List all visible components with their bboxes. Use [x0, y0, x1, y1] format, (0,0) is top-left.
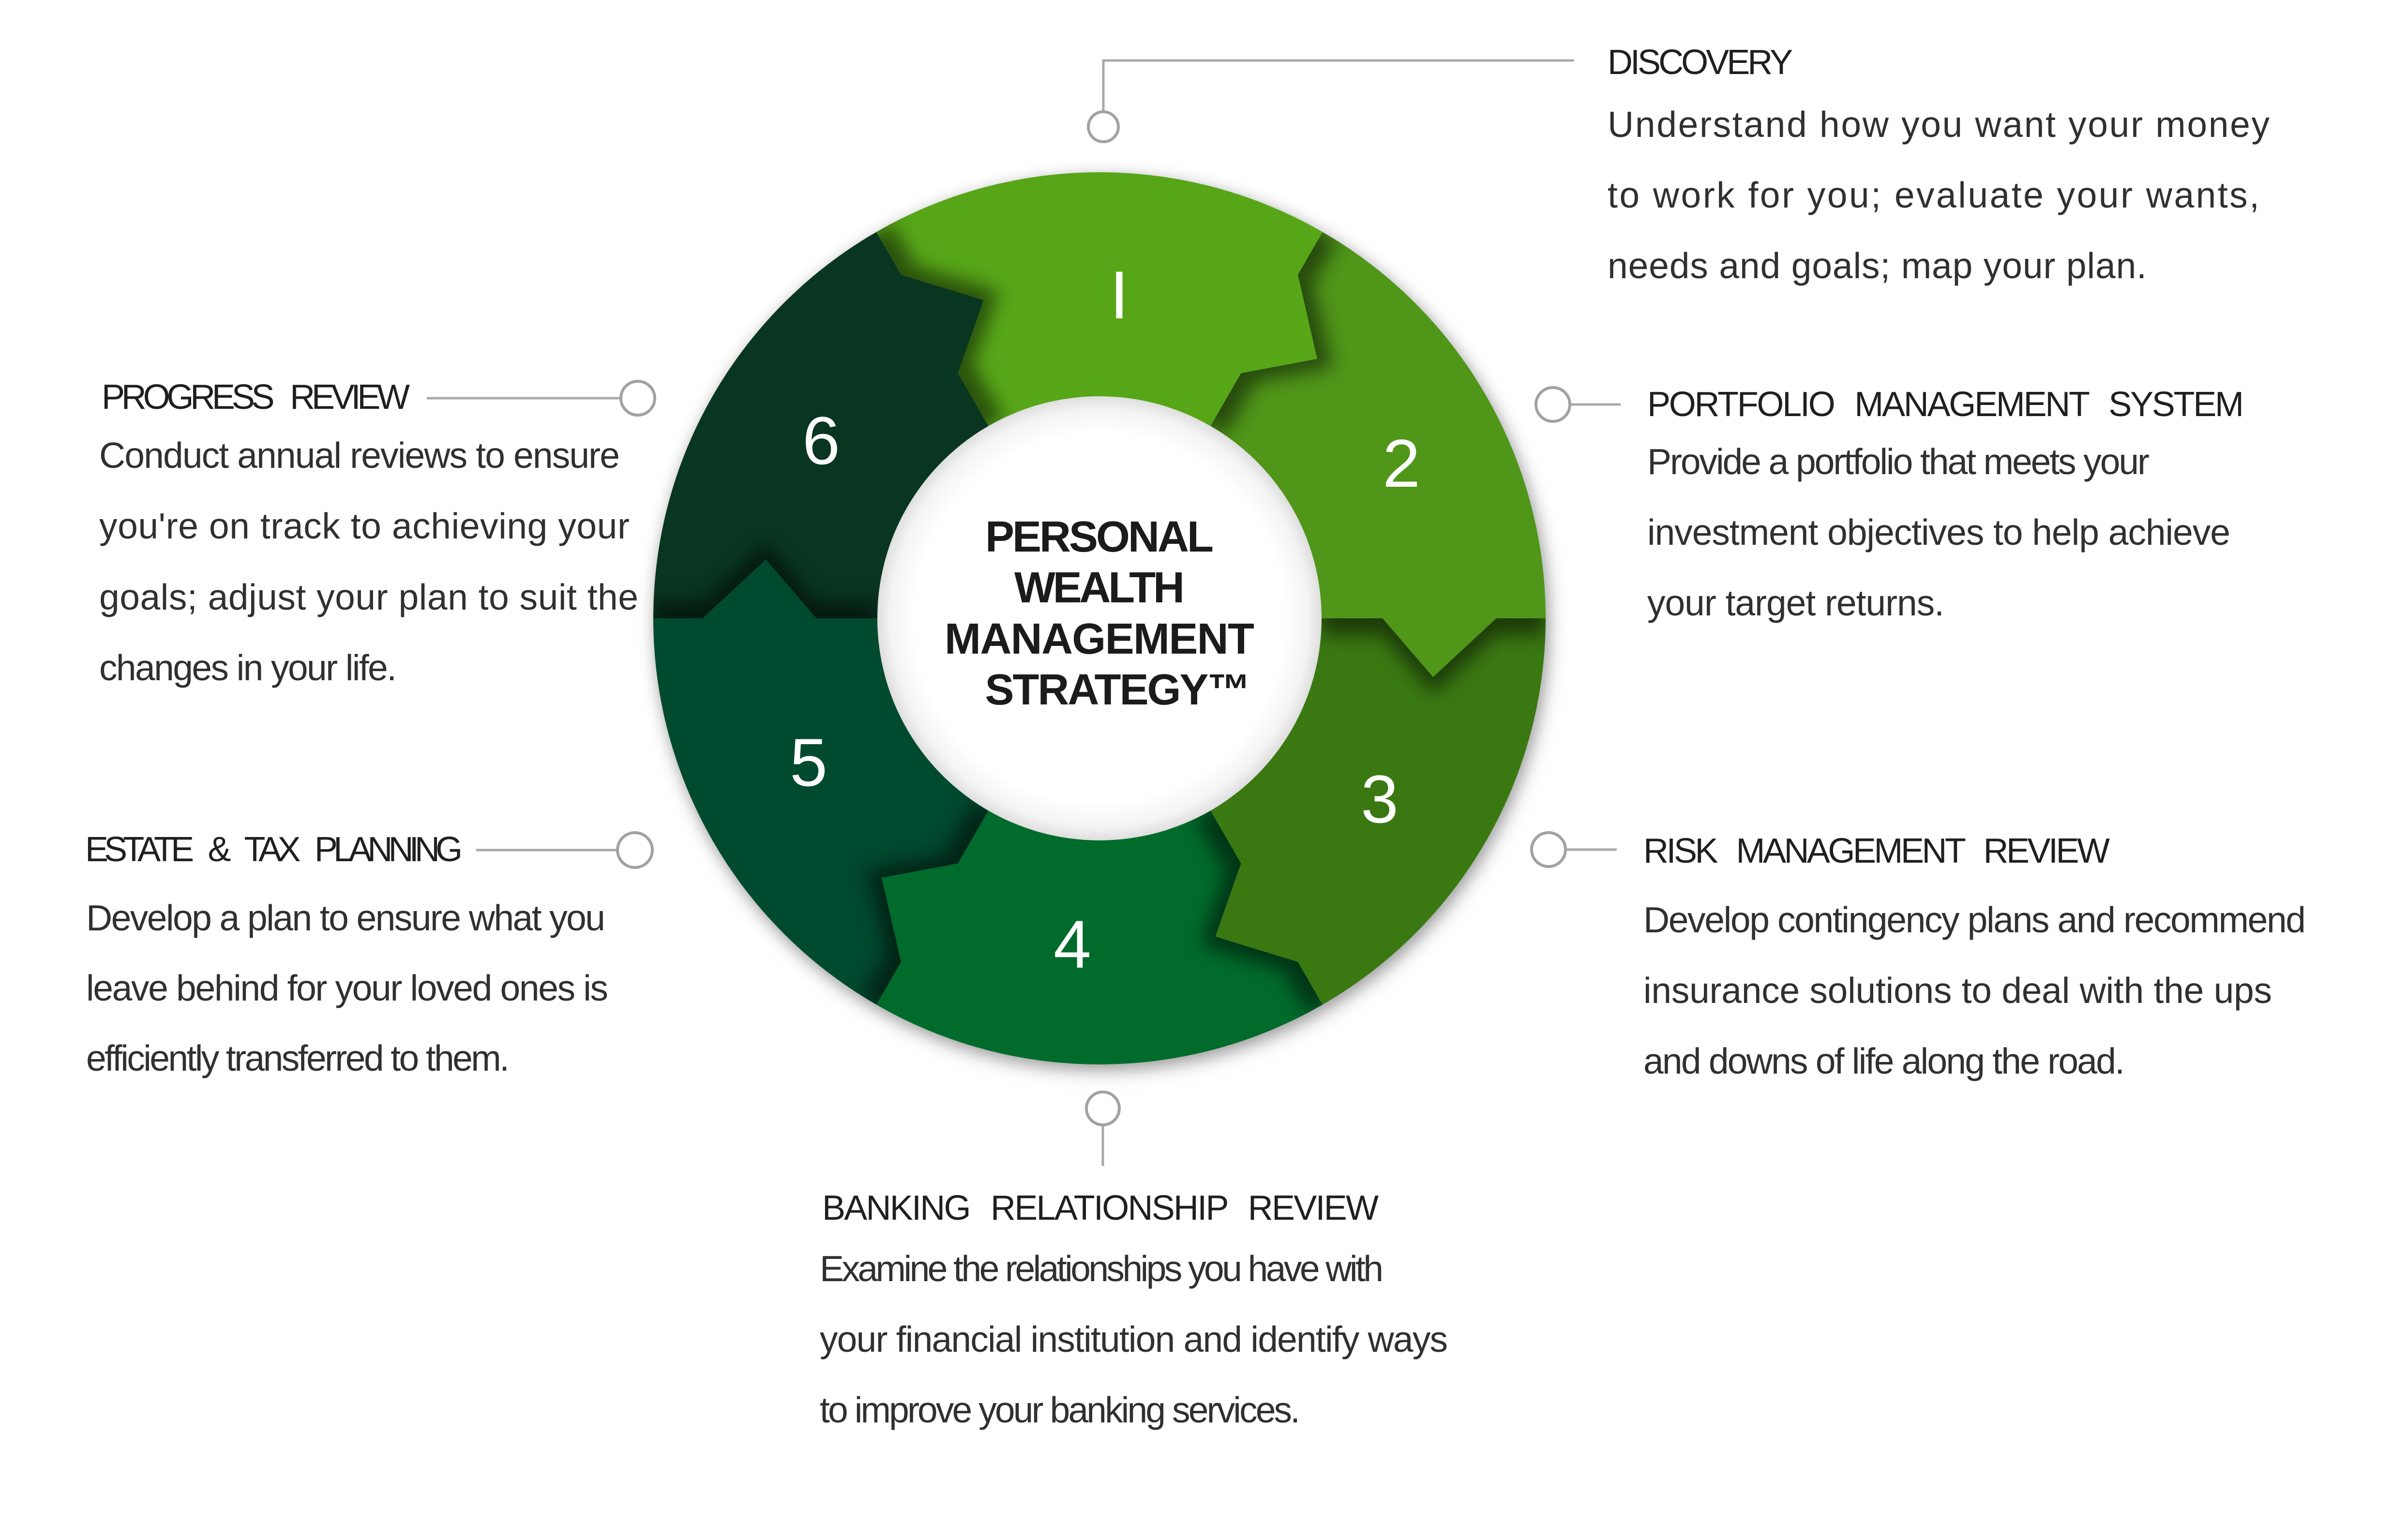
svg-text:investment objectives to help: investment objectives to help achieve: [1647, 512, 2230, 553]
svg-text:PERSONAL: PERSONAL: [985, 513, 1214, 561]
svg-text:WEALTH: WEALTH: [1014, 564, 1185, 612]
svg-text:goals; adjust your plan to sui: goals; adjust your plan to suit the: [99, 577, 638, 617]
svg-text:6: 6: [802, 403, 840, 478]
svg-text:Develop contingency plans and: Develop contingency plans and recommend: [1643, 899, 2306, 940]
svg-text:insurance solutions to deal wi: insurance solutions to deal with the ups: [1643, 970, 2272, 1011]
svg-text:STRATEGY™: STRATEGY™: [985, 666, 1251, 714]
svg-text:4: 4: [1053, 906, 1091, 982]
svg-text:to improve your banking servic: to improve your banking services.: [820, 1390, 1300, 1430]
svg-text:Examine the relationships you: Examine the relationships you have with: [820, 1248, 1384, 1289]
svg-text:efficiently transferred to the: efficiently transferred to them.: [86, 1038, 510, 1078]
svg-text:2: 2: [1383, 425, 1420, 501]
svg-text:DISCOVERY: DISCOVERY: [1608, 43, 1793, 82]
svg-text:3: 3: [1361, 761, 1399, 837]
svg-text:PORTFOLIO MANAGEMENT SYSTEM: PORTFOLIO MANAGEMENT SYSTEM: [1647, 385, 2244, 424]
svg-text:your financial institution and: your financial institution and identify …: [820, 1319, 1448, 1360]
svg-text:Develop a plan to ensure what: Develop a plan to ensure what you: [86, 897, 605, 938]
svg-text:and downs of life along the ro: and downs of life along the road.: [1643, 1041, 2125, 1081]
svg-text:I: I: [1110, 257, 1129, 333]
svg-text:RISK MANAGEMENT REVIEW: RISK MANAGEMENT REVIEW: [1643, 832, 2110, 870]
svg-text:ESTATE & TAX PLANNING: ESTATE & TAX PLANNING: [85, 830, 463, 869]
svg-text:changes in your life.: changes in your life.: [99, 647, 397, 688]
svg-text:MANAGEMENT: MANAGEMENT: [945, 615, 1254, 663]
svg-text:Understand how you want your m: Understand how you want your money: [1608, 104, 2270, 145]
svg-text:your target returns.: your target returns.: [1647, 583, 1944, 623]
svg-text:Conduct annual reviews to ensu: Conduct annual reviews to ensure: [99, 435, 620, 476]
svg-text:BANKING RELATIONSHIP REVIEW: BANKING RELATIONSHIP REVIEW: [822, 1189, 1379, 1227]
svg-text:leave behind for your loved on: leave behind for your loved ones is: [86, 968, 608, 1008]
svg-text:Provide a portfolio that meets: Provide a portfolio that meets your: [1647, 441, 2150, 482]
svg-text:5: 5: [790, 724, 827, 800]
svg-text:PROGRESS REVIEW: PROGRESS REVIEW: [102, 378, 410, 417]
svg-text:you're on track to achieving y: you're on track to achieving your: [99, 506, 630, 546]
svg-text:needs and goals; map your plan: needs and goals; map your plan.: [1608, 245, 2147, 286]
svg-text:to work for you; evaluate your: to work for you; evaluate your wants,: [1608, 175, 2259, 215]
